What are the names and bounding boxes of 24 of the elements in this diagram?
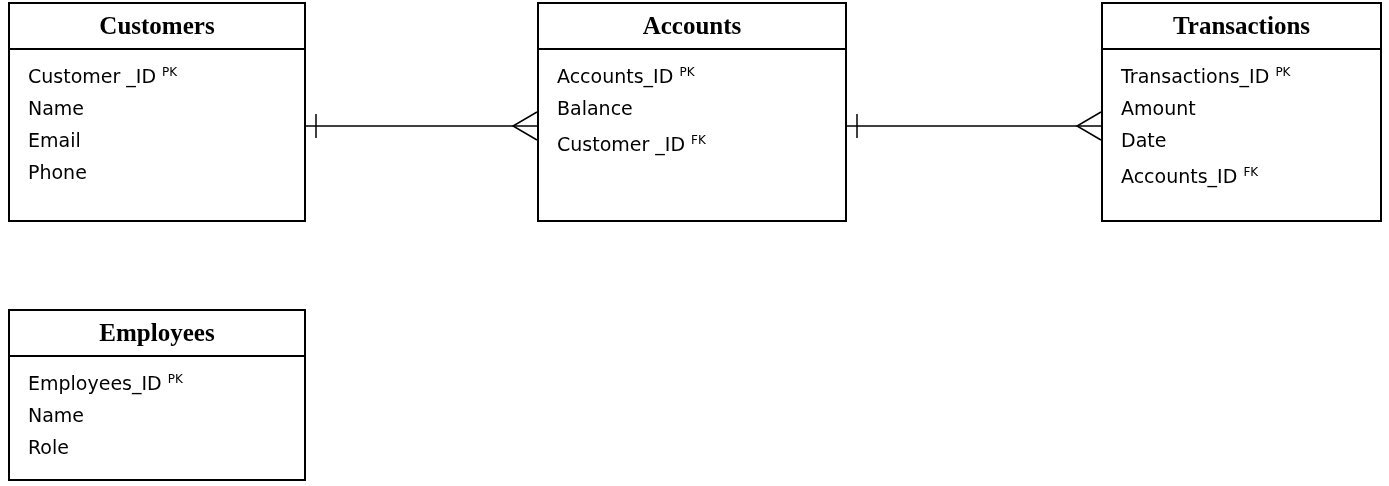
field-text: Customer _ID $^{PK}$	[28, 64, 178, 90]
entity-table	[537, 2, 847, 222]
field-text: Transactions_ID $^{PK}$	[1121, 64, 1291, 90]
field-text: Name	[28, 96, 85, 122]
field-text: Phone	[28, 160, 87, 186]
field-text: Date	[1121, 128, 1167, 154]
field-text: Employees_ID $^{PK}$	[28, 371, 183, 397]
entity-table	[8, 309, 306, 481]
table-title: Accounts	[642, 12, 742, 39]
field-text: Accounts_ID $^{PK}$	[557, 64, 695, 90]
table-title: Customers	[99, 12, 215, 39]
table-title: Employees	[99, 319, 215, 346]
relationship-line	[305, 111, 538, 141]
field-text: Name	[28, 403, 85, 429]
field-text: Role	[28, 435, 69, 461]
entity-table	[8, 2, 306, 222]
table-title: Transactions	[1172, 12, 1311, 39]
field-text: Amount	[1121, 96, 1196, 122]
field-text: Email	[28, 128, 81, 154]
field-text: Accounts_ID $^{FK}$	[1121, 164, 1259, 190]
field-text: Balance	[557, 96, 633, 122]
relationship-line	[846, 111, 1102, 141]
entity-table	[1101, 2, 1382, 222]
field-text: Customer _ID $^{FK}$	[557, 132, 706, 158]
